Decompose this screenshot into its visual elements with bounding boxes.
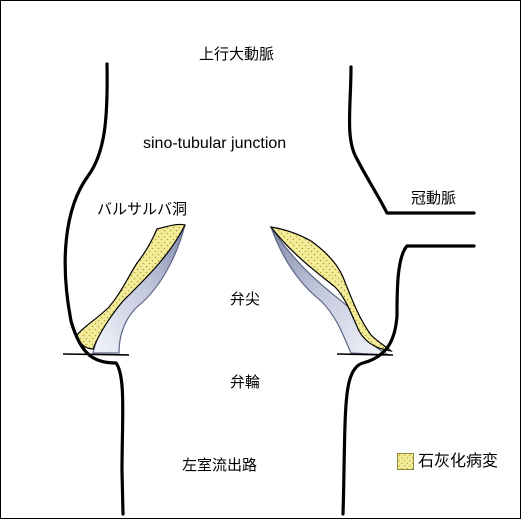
- label-annulus: 弁輪: [230, 373, 260, 391]
- label-cusp: 弁尖: [230, 290, 260, 308]
- left-calcification: [77, 224, 185, 349]
- label-lvot: 左室流出路: [182, 456, 257, 474]
- right-calcification: [271, 227, 391, 351]
- right-annulus-line: [337, 354, 393, 355]
- label-ascending-aorta: 上行大動脈: [199, 45, 274, 63]
- label-sino-tubular-junction: sino-tubular junction: [143, 135, 286, 153]
- legend-label: 石灰化病変: [418, 452, 498, 470]
- calcification-legend-swatch-icon: [397, 453, 414, 470]
- legend: 石灰化病変: [397, 452, 498, 470]
- right-aortic-wall: [343, 67, 474, 514]
- label-coronary-artery: 冠動脈: [411, 189, 456, 207]
- left-aortic-wall: [65, 64, 123, 514]
- label-sinus-of-valsalva: バルサルバ洞: [97, 200, 187, 218]
- left-annulus-line: [63, 354, 129, 355]
